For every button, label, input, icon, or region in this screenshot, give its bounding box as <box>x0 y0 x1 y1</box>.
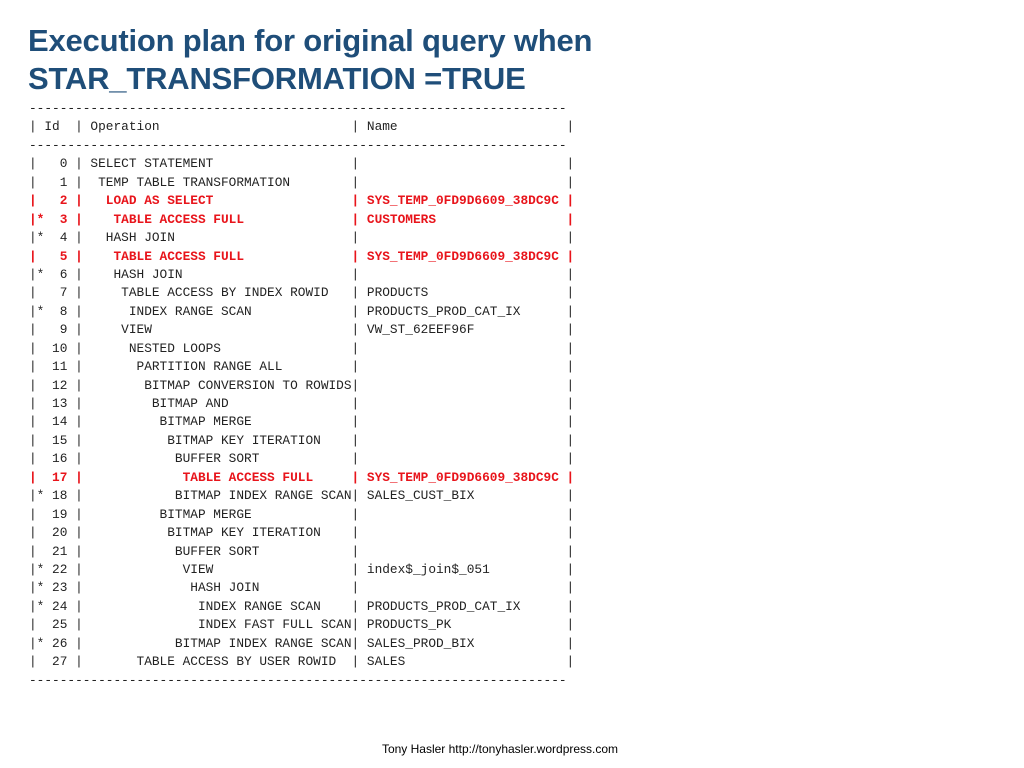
plan-row: | 11 | PARTITION RANGE ALL | | <box>29 359 575 375</box>
plan-row: | 7 | TABLE ACCESS BY INDEX ROWID | PROD… <box>29 285 575 301</box>
plan-row: | 21 | BUFFER SORT | | <box>29 543 575 559</box>
plan-row: | 25 | INDEX FAST FULL SCAN| PRODUCTS_PK… <box>29 617 575 633</box>
plan-row-highlighted: | 2 | LOAD AS SELECT | SYS_TEMP_0FD9D660… <box>29 193 575 209</box>
slide-title-line-2: STAR_TRANSFORMATION =TRUE <box>28 61 526 96</box>
plan-separator-bottom: ----------------------------------------… <box>29 672 567 688</box>
plan-row: |* 18 | BITMAP INDEX RANGE SCAN| SALES_C… <box>29 488 575 504</box>
plan-row: |* 6 | HASH JOIN | | <box>29 266 575 282</box>
plan-row-highlighted: |* 3 | TABLE ACCESS FULL | CUSTOMERS | <box>29 211 575 227</box>
plan-rows: | 0 | SELECT STATEMENT | | | 1 | TEMP TAB… <box>29 155 574 671</box>
plan-row-highlighted: | 17 | TABLE ACCESS FULL | SYS_TEMP_0FD9… <box>29 469 575 485</box>
plan-separator-header: ----------------------------------------… <box>29 137 567 153</box>
plan-row-highlighted: | 5 | TABLE ACCESS FULL | SYS_TEMP_0FD9D… <box>29 248 575 264</box>
plan-row: | 1 | TEMP TABLE TRANSFORMATION | | <box>29 174 575 190</box>
plan-row: | 13 | BITMAP AND | | <box>29 396 575 411</box>
plan-row: |* 22 | VIEW | index$_join$_051 | <box>29 561 575 577</box>
plan-row: |* 23 | HASH JOIN | | <box>29 580 575 596</box>
plan-header-row: | Id | Operation | Name | <box>29 119 575 135</box>
plan-row: | 12 | BITMAP CONVERSION TO ROWIDS| | <box>29 377 575 393</box>
plan-separator-top: ----------------------------------------… <box>29 101 567 116</box>
footer-credit: Tony Hasler http://tonyhasler.wordpress.… <box>381 742 619 756</box>
plan-row: | 27 | TABLE ACCESS BY USER ROWID | SALE… <box>29 654 575 670</box>
slide-footer: Tony Hasler http://tonyhasler.wordpress.… <box>0 742 1024 756</box>
plan-row: | 0 | SELECT STATEMENT | | <box>29 156 575 172</box>
plan-row: |* 4 | HASH JOIN | | <box>29 230 575 246</box>
slide-title: Execution plan for original query when S… <box>28 22 592 98</box>
plan-row: | 16 | BUFFER SORT | | <box>29 451 575 467</box>
plan-row: |* 8 | INDEX RANGE SCAN | PRODUCTS_PROD_… <box>29 303 575 319</box>
execution-plan-table: ----------------------------------------… <box>29 100 574 690</box>
plan-row: | 9 | VIEW | VW_ST_62EEF96F | <box>29 322 575 338</box>
plan-row: | 10 | NESTED LOOPS | | <box>29 340 575 356</box>
slide-title-line-1: Execution plan for original query when <box>28 23 593 58</box>
plan-row: | 15 | BITMAP KEY ITERATION | | <box>29 432 575 448</box>
plan-row: | 19 | BITMAP MERGE | | <box>29 506 575 522</box>
plan-row: |* 26 | BITMAP INDEX RANGE SCAN| SALES_P… <box>29 635 575 651</box>
plan-row: |* 24 | INDEX RANGE SCAN | PRODUCTS_PROD… <box>29 598 575 614</box>
plan-row: | 20 | BITMAP KEY ITERATION | | <box>29 525 575 541</box>
plan-row: | 14 | BITMAP MERGE | | <box>29 414 575 430</box>
